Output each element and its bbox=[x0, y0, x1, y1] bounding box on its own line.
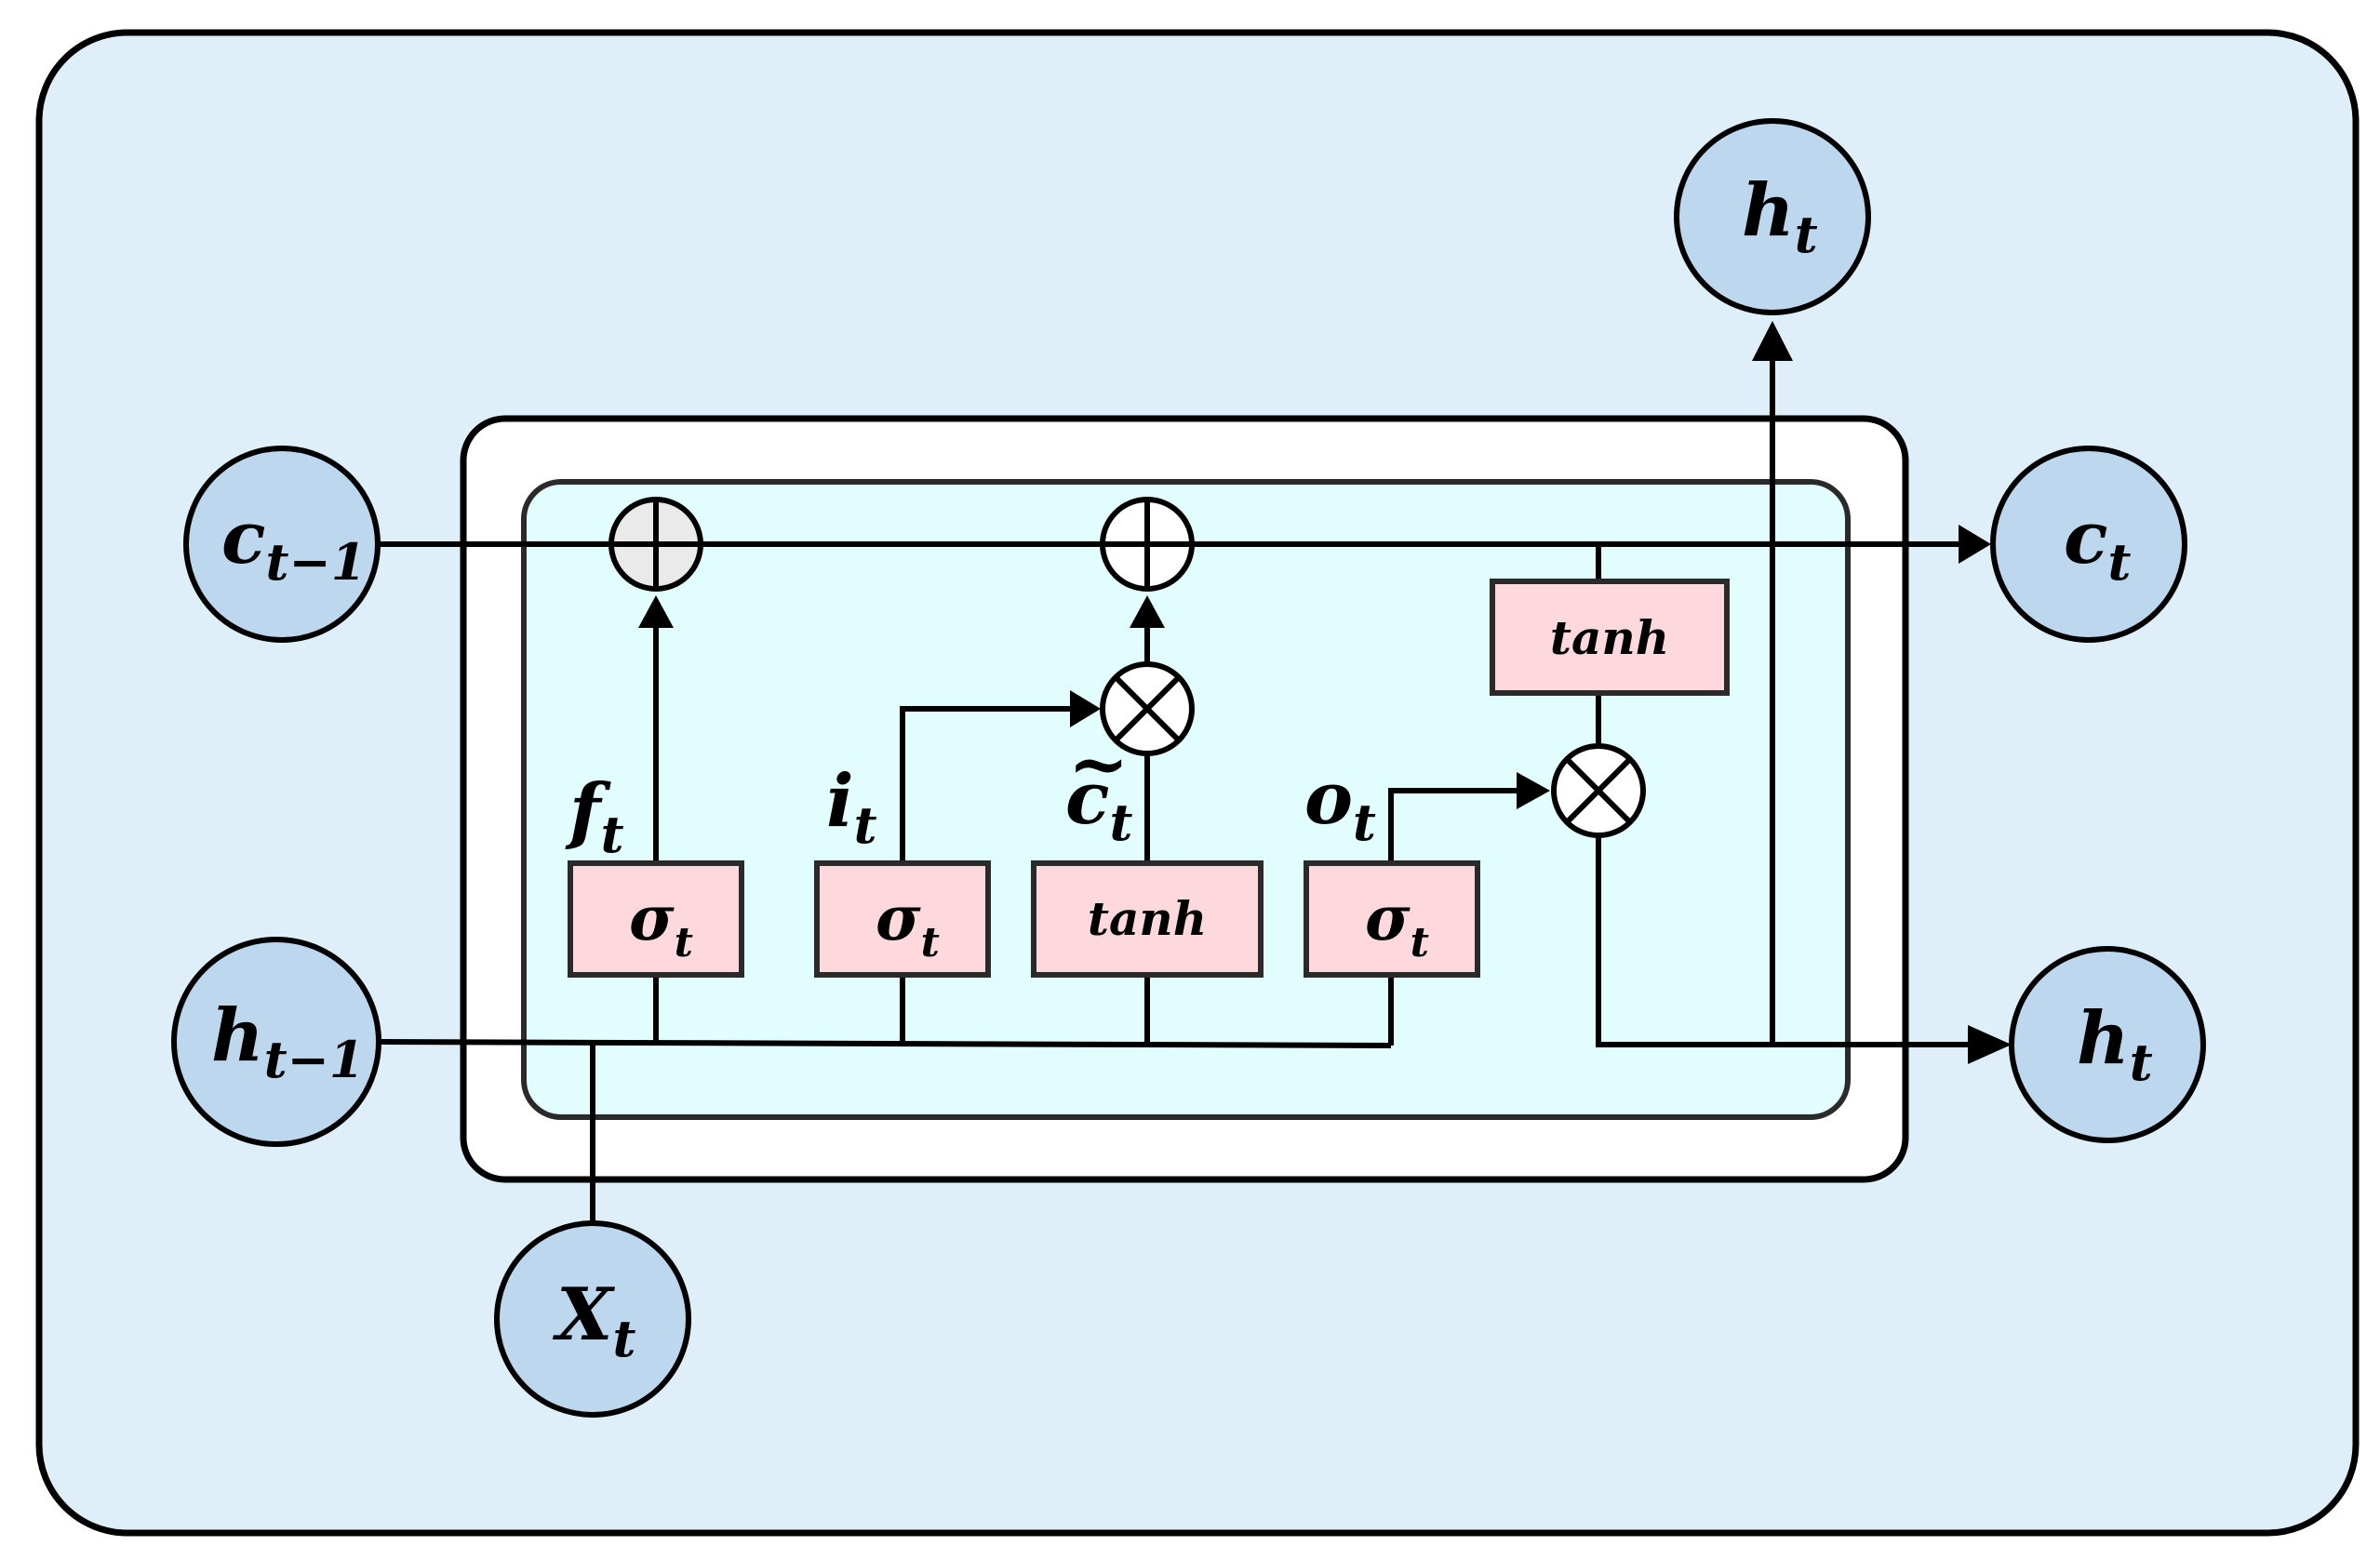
input-arrowhead bbox=[1070, 690, 1101, 727]
node-c-t: ct bbox=[1990, 446, 2187, 643]
svg-text:ht−1: ht−1 bbox=[211, 993, 364, 1089]
forget-gate: σt bbox=[568, 860, 744, 978]
forget-add-operator bbox=[608, 497, 703, 592]
output-gate: σt bbox=[1304, 860, 1480, 978]
forget-arrowhead bbox=[638, 595, 674, 628]
hidden-output-arrowhead bbox=[1968, 1025, 2012, 1064]
cell-tanh-gate: tanh bbox=[1490, 579, 1730, 696]
svg-text:ht: ht bbox=[1742, 168, 1818, 264]
mult-to-add-arrowhead bbox=[1130, 595, 1165, 628]
hidden-up-arrowhead bbox=[1752, 321, 1793, 361]
svg-text:σt: σt bbox=[629, 882, 693, 966]
svg-text:tanh: tanh bbox=[1550, 610, 1669, 665]
node-h-t-top: ht bbox=[1674, 118, 1871, 315]
input-multiply-operator bbox=[1100, 661, 1195, 756]
cell-state-arrowhead bbox=[1959, 525, 1991, 564]
svg-text:ct−1: ct−1 bbox=[221, 496, 366, 592]
svg-text:σt: σt bbox=[1365, 882, 1429, 966]
input-path bbox=[900, 706, 1070, 863]
candidate-tilde: ~ bbox=[1068, 722, 1129, 806]
output-multiply-operator bbox=[1551, 743, 1646, 838]
hidden-input-line bbox=[379, 1039, 1392, 1048]
hidden-output-path bbox=[1596, 837, 1968, 1047]
svg-text:ht: ht bbox=[2077, 996, 2153, 1092]
svg-text:Xt: Xt bbox=[552, 1273, 636, 1368]
output-path bbox=[1388, 788, 1517, 863]
input-add-operator bbox=[1100, 497, 1195, 592]
candidate-output-label: ct bbox=[1065, 756, 1133, 852]
svg-text:ct: ct bbox=[2064, 496, 2132, 592]
node-h-t-right: ht bbox=[2009, 946, 2206, 1143]
input-output-label: it bbox=[826, 759, 877, 855]
output-gate-label: ot bbox=[1304, 756, 1376, 852]
node-h-prev: ht−1 bbox=[171, 937, 381, 1147]
node-x-t: Xt bbox=[494, 1220, 691, 1418]
svg-text:σt: σt bbox=[876, 882, 940, 966]
svg-text:tanh: tanh bbox=[1088, 891, 1207, 946]
input-gate: σt bbox=[814, 860, 991, 978]
node-c-prev: ct−1 bbox=[183, 446, 381, 643]
candidate-gate: tanh bbox=[1031, 860, 1264, 978]
cell-inner-area bbox=[521, 479, 1851, 1120]
output-arrowhead bbox=[1517, 772, 1550, 809]
